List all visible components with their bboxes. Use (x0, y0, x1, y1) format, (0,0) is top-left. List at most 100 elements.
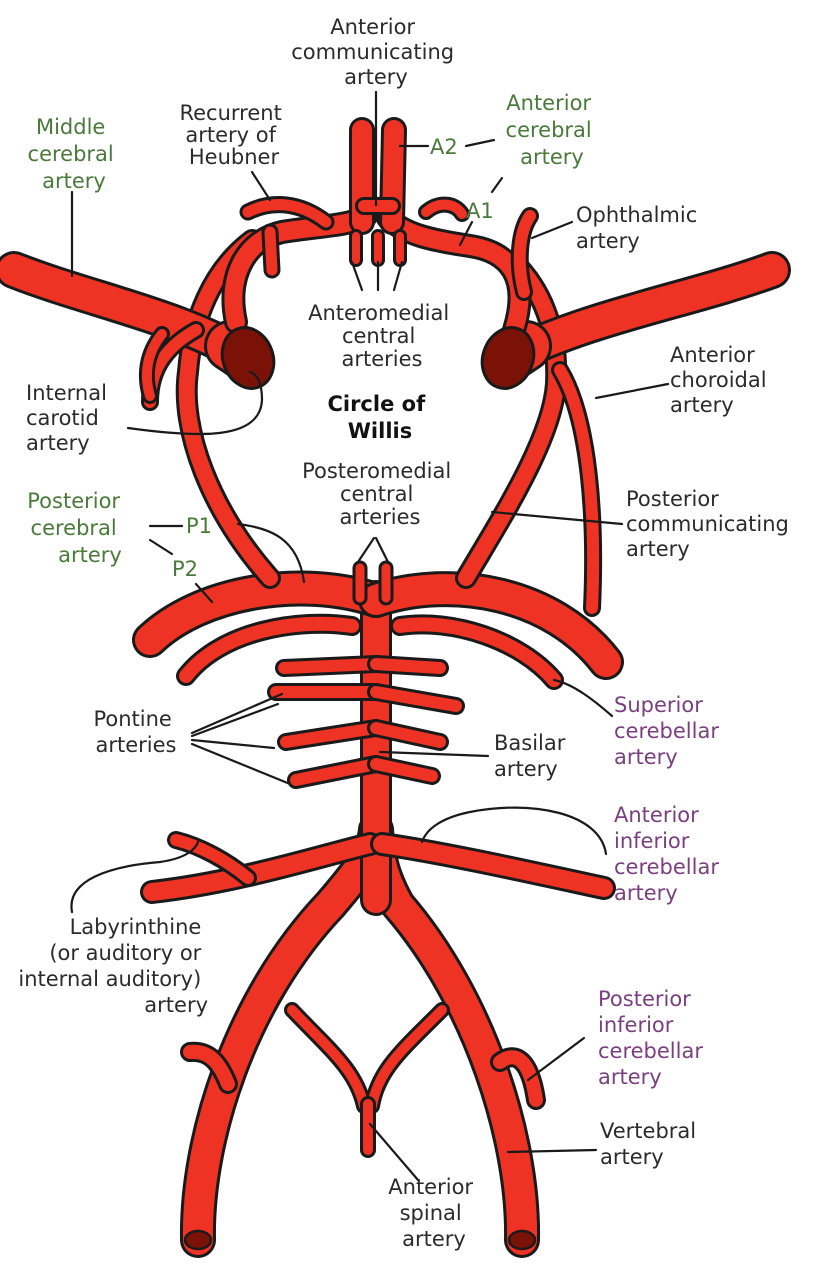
label-posteromedial-central: Posteromedial central arteries (302, 459, 458, 529)
leader-basilar (378, 750, 490, 758)
diagram-title: Circle of Willis (327, 392, 432, 443)
label-recurrent-heubner: Recurrent artery of Heubner (179, 101, 288, 169)
label-anterior-choroidal: Anterior choroidal artery (670, 343, 773, 417)
pontine-right-1-fill (370, 658, 446, 674)
leader-anterior-cerebral-a2 (464, 138, 496, 148)
recurrent-heubner (239, 196, 335, 231)
leader-pontine-4 (190, 742, 292, 786)
pontine-left-3 (277, 719, 385, 751)
label-p2: P2 (172, 557, 198, 581)
label-anterior-spinal: Anterior spinal artery (388, 1175, 479, 1251)
pontine-right-1 (367, 655, 449, 677)
leader-internal-carotid (126, 370, 264, 436)
leader-pontine-2 (190, 702, 280, 738)
left-carotid-lumen (220, 326, 276, 390)
leader-posterior-communicating (490, 510, 624, 526)
pontine-left-1 (275, 655, 385, 677)
anterior-spinal-left-fill (287, 1005, 369, 1111)
right-posterior-communicating (455, 251, 568, 589)
left-pica (180, 1041, 238, 1094)
left-a1-fill (224, 207, 375, 331)
right-carotid-lumen (480, 326, 536, 390)
label-vertebral: Vertebral artery (600, 1119, 703, 1169)
anterior-spinal-left (284, 1002, 372, 1114)
left-posterior-communicating (175, 229, 281, 589)
ophthalmic-right (510, 207, 539, 301)
left-a1 (221, 204, 378, 334)
leader-p1 (236, 522, 306, 584)
leader-vertebral (506, 1148, 598, 1154)
leader-p2-arm (148, 538, 174, 556)
right-pica-fill (493, 1050, 543, 1107)
left-posterior-cerebral-fill (135, 573, 391, 655)
leader-heubner (250, 170, 272, 202)
left-posterior-communicating-fill (178, 232, 278, 586)
label-posterior-communicating: Posterior communicating artery (626, 487, 796, 561)
leader-labyrinthine (70, 840, 200, 914)
right-anterior-choroidal-fill (554, 364, 600, 614)
label-p1: P1 (186, 514, 212, 538)
right-a1-small-branch-fill (421, 199, 467, 219)
right-a1-small-branch (418, 196, 470, 222)
right-aica-fill (373, 835, 613, 897)
leader-posteromedial-1 (356, 536, 376, 564)
right-posterior-cerebral (358, 571, 624, 680)
labels: Anterior communicating artery Recurrent … (18, 15, 796, 1251)
label-labyrinthine: Labyrinthine (or auditory or internal au… (18, 915, 208, 1017)
left-superior-cerebellar (176, 613, 362, 686)
right-posterior-cerebral-fill (361, 574, 621, 677)
pontine-left-4-fill (290, 758, 382, 786)
leader-pontine-1 (190, 692, 284, 735)
label-anteromedial-central: Anteromedial central arteries (308, 301, 456, 371)
ophthalmic-left-fill (264, 226, 278, 276)
leader-anteromedial-1 (350, 260, 364, 292)
label-a1: A1 (466, 199, 494, 223)
vertebral-lumens (183, 1229, 537, 1251)
label-superior-cerebellar: Superior cerebellar artery (614, 693, 726, 769)
anterior-spinal-right (364, 1002, 450, 1114)
label-a2: A2 (430, 135, 458, 159)
pontine-right-2 (367, 683, 465, 715)
leader-anterior-inferior-cerebellar (420, 806, 608, 856)
pontine-left-3-fill (280, 722, 382, 748)
leader-ophthalmic (530, 220, 574, 240)
right-aica (370, 832, 616, 900)
pontine-left-4 (287, 755, 385, 789)
anterior-spinal-right-fill (367, 1005, 447, 1111)
pontine-right-4 (367, 755, 441, 785)
left-vertebral-lumen (183, 1229, 213, 1251)
recurrent-heubner-fill (242, 199, 332, 228)
leader-anteromedial-3 (392, 260, 404, 292)
leader-anterior-spinal (368, 1122, 420, 1182)
label-pontine: Pontine arteries (93, 707, 178, 757)
left-aica-fill (143, 835, 379, 901)
label-internal-carotid: Internal carotid artery (26, 381, 114, 455)
leader-anterior-cerebral-a1 (490, 176, 504, 194)
right-superior-cerebellar (390, 614, 564, 690)
labyrinthine-branch (167, 831, 257, 887)
leader-pontine-3 (190, 738, 276, 750)
leader-posterior-inferior-cerebellar (526, 1036, 586, 1082)
label-anterior-inferior-cerebellar: Anterior inferior cerebellar artery (614, 803, 726, 905)
leader-p2 (194, 582, 214, 604)
pontine-right-3 (367, 719, 449, 751)
label-basilar: Basilar artery (494, 731, 572, 781)
ophthalmic-right-fill (513, 210, 536, 298)
left-aica (140, 832, 382, 904)
right-superior-cerebellar-fill (393, 617, 561, 687)
right-posterior-communicating-fill (458, 254, 565, 586)
label-ophthalmic: Ophthalmic artery (576, 203, 704, 253)
leader-superior-cerebellar (552, 678, 614, 718)
left-mca-small-branch-fill (141, 329, 167, 401)
left-mca-small-branch (138, 326, 170, 404)
right-pica (490, 1047, 546, 1110)
label-anterior-cerebral: Anterior cerebral artery (506, 91, 599, 169)
right-vertebral-lumen (507, 1229, 537, 1251)
left-pica-fill (183, 1044, 235, 1091)
pontine-right-4-fill (370, 758, 438, 782)
leader-posteromedial-2 (374, 536, 390, 564)
label-anterior-communicating: Anterior communicating artery (291, 15, 461, 89)
labyrinthine-branch-fill (170, 834, 254, 884)
right-anterior-choroidal (551, 361, 603, 617)
